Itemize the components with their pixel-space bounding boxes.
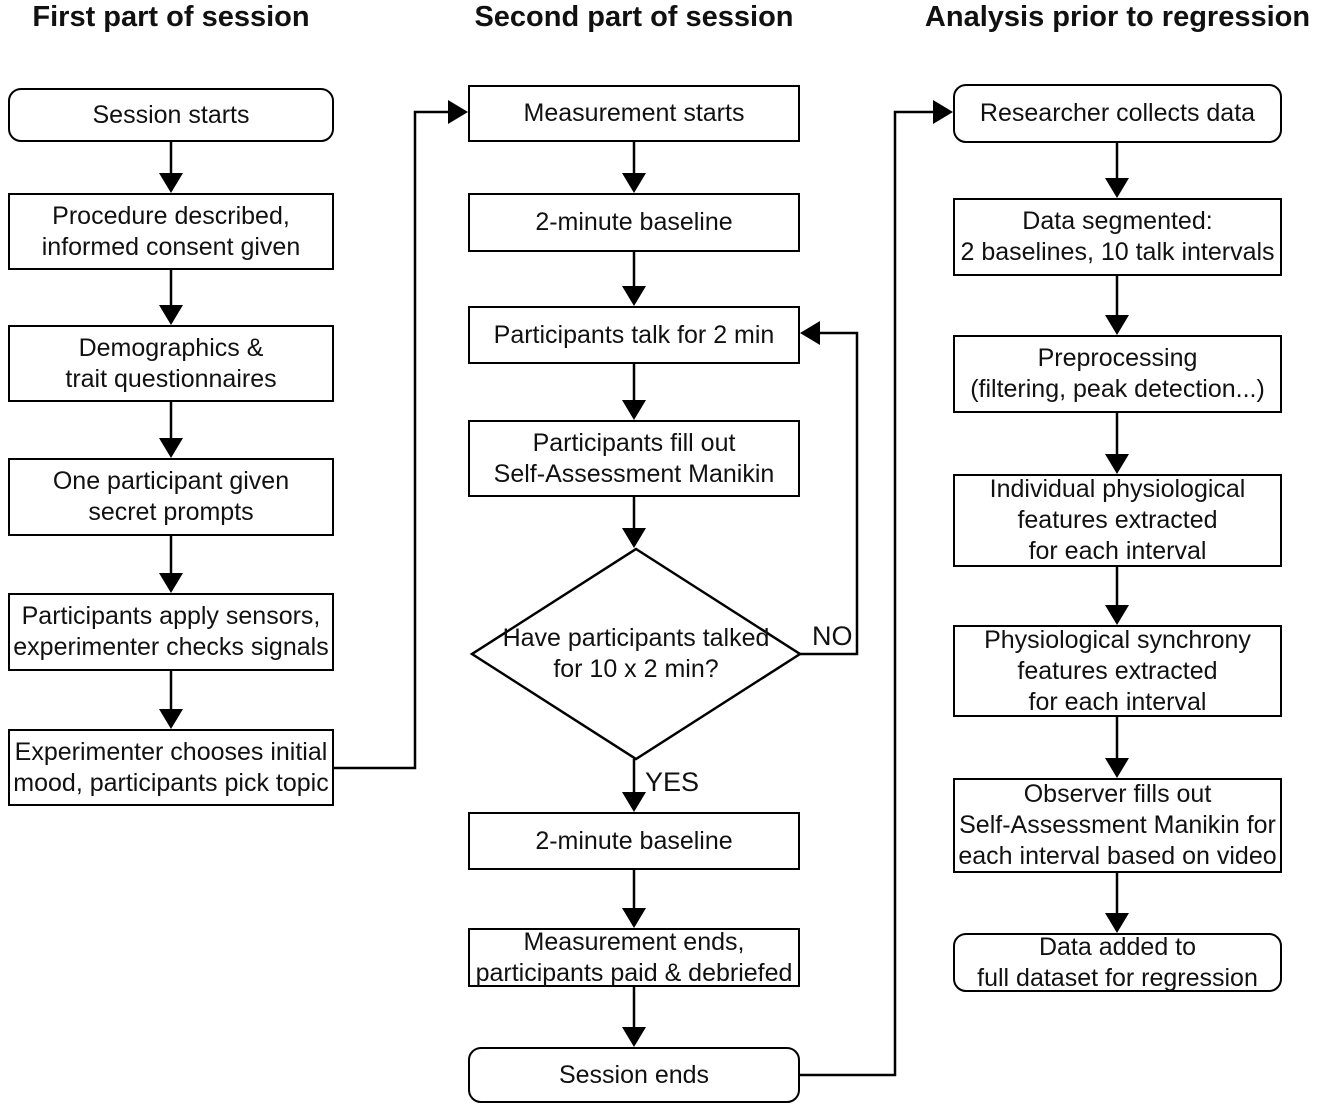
node-secret-prompts: One participant given secret prompts (8, 458, 334, 536)
connector-session-ends-to-researcher-collects (800, 100, 953, 1077)
node-synchrony-features: Physiological synchrony features extract… (953, 625, 1282, 717)
connector-choose-mood-to-measurement-starts (334, 100, 468, 770)
node-baseline-2: 2-minute baseline (468, 812, 800, 870)
node-individual-features: Individual physiological features extrac… (953, 474, 1282, 567)
column-title-analysis: Analysis prior to regression (924, 1, 1311, 33)
decision-yes-label: YES (645, 767, 700, 797)
node-participants-talk: Participants talk for 2 min (468, 306, 800, 364)
node-demographics-questionnaires: Demographics & trait questionnaires (8, 325, 334, 402)
node-researcher-collects-data: Researcher collects data (953, 84, 1282, 143)
node-observer-sam: Observer fills out Self-Assessment Manik… (953, 778, 1282, 873)
node-data-segmented: Data segmented: 2 baselines, 10 talk int… (953, 198, 1282, 276)
column-title-second-part: Second part of session (474, 1, 794, 33)
column-title-first-part: First part of session (32, 1, 310, 33)
node-session-starts: Session starts (8, 88, 334, 142)
node-apply-sensors: Participants apply sensors, experimenter… (8, 593, 334, 671)
node-data-added: Data added to full dataset for regressio… (953, 933, 1282, 992)
node-choose-mood-topic: Experimenter chooses initial mood, parti… (8, 729, 334, 806)
connector-decision-no-loop (800, 321, 859, 656)
node-measurement-starts: Measurement starts (468, 85, 800, 142)
node-session-ends: Session ends (468, 1047, 800, 1103)
node-procedure-consent: Procedure described, informed consent gi… (8, 193, 334, 270)
node-fill-sam: Participants fill out Self-Assessment Ma… (468, 420, 800, 497)
decision-diamond (469, 547, 803, 761)
decision-no-label: NO (812, 621, 853, 651)
node-baseline-1: 2-minute baseline (468, 193, 800, 252)
decision-talked-10x2-text: Have participants talked for 10 x 2 min? (502, 624, 770, 683)
node-preprocessing: Preprocessing (filtering, peak detection… (953, 335, 1282, 413)
node-measurement-ends: Measurement ends, participants paid & de… (468, 928, 800, 987)
